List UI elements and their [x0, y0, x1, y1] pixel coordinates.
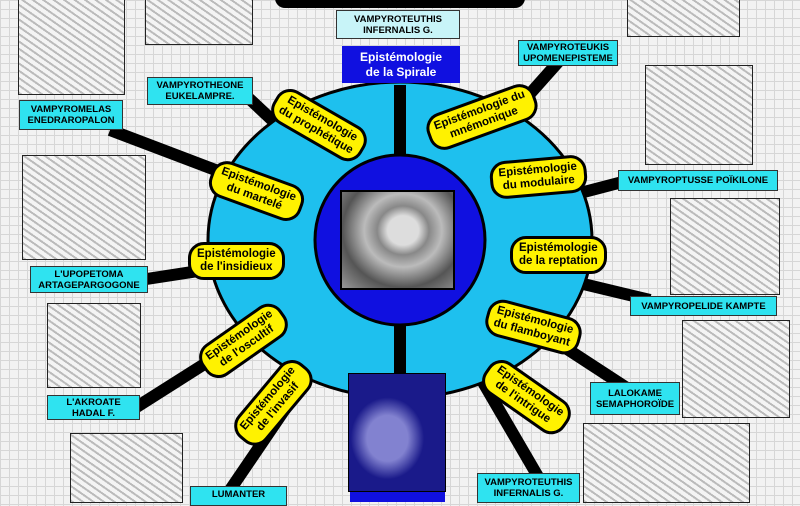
- branch-label: VAMPYROPELIDE KAMPTE: [630, 296, 777, 316]
- illustration: [18, 0, 125, 95]
- spiral-box: Epistémologie de la Spirale: [342, 46, 460, 83]
- branch-label: LUMANTER: [190, 486, 287, 506]
- illustration: [70, 433, 183, 503]
- portrait-photo: [340, 190, 455, 290]
- branch-label: LALOKAME SEMAPHOROÏDE: [590, 382, 680, 415]
- branch-label: L'UPOPETOMA ARTAGEPARGOGONE: [30, 266, 148, 293]
- illustration: [145, 0, 253, 45]
- bottom-box: [350, 492, 445, 502]
- pill-reptation: Epistémologie de la reptation: [510, 236, 607, 274]
- book-cover-image: [348, 373, 446, 492]
- pill-insidieux: Epistémologie de l'insidieux: [188, 242, 285, 280]
- illustration: [670, 198, 780, 295]
- branch-label: VAMPYROTEUKIS UPOMENEPISTEME: [518, 40, 618, 66]
- illustration: [47, 303, 141, 388]
- branch-label: VAMPYROTEUTHIS INFERNALIS G.: [477, 473, 580, 503]
- illustration: [682, 320, 790, 418]
- branch-label: L'AKROATE HADAL F.: [47, 395, 140, 420]
- top-label: VAMPYROTEUTHIS INFERNALIS G.: [336, 10, 460, 39]
- illustration: [645, 65, 753, 165]
- illustration: [583, 423, 750, 503]
- illustration: [627, 0, 740, 37]
- branch-label: VAMPYROPTUSSE POÏKILONE: [618, 170, 778, 191]
- illustration: [22, 155, 146, 260]
- title-bar: [275, 0, 525, 8]
- branch-label: VAMPYROMELAS ENEDRAROPALON: [19, 100, 123, 130]
- branch-label: VAMPYROTHEONE EUKELAMPRE.: [147, 77, 253, 105]
